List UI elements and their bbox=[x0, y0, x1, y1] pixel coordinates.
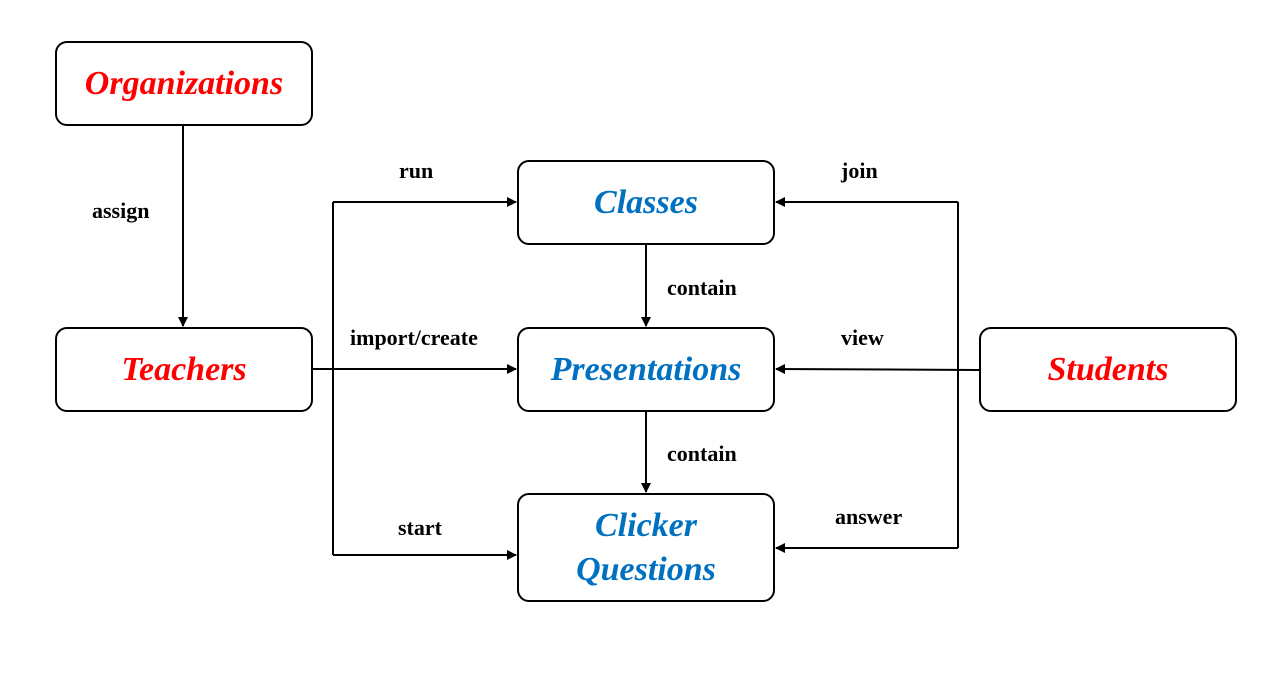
node-presentations: Presentations bbox=[517, 327, 775, 412]
node-clicker-questions-label: Clicker Questions bbox=[576, 504, 716, 592]
node-organizations-label: Organizations bbox=[84, 64, 284, 102]
edge-view bbox=[775, 364, 980, 375]
edge-label-run: run bbox=[399, 158, 434, 183]
edge-label-view: view bbox=[841, 325, 884, 350]
node-presentations-label: Presentations bbox=[550, 350, 742, 388]
edge-label-answer: answer bbox=[835, 504, 903, 529]
edge-label-start: start bbox=[398, 515, 442, 540]
node-classes: Classes bbox=[517, 160, 775, 245]
node-clicker-line1: Clicker bbox=[595, 506, 697, 544]
edge-label-assign: assign bbox=[92, 198, 150, 223]
node-clicker-questions: Clicker Questions bbox=[517, 493, 775, 602]
node-students-label: Students bbox=[1047, 350, 1169, 388]
node-organizations: Organizations bbox=[55, 41, 313, 126]
node-classes-label: Classes bbox=[594, 183, 698, 221]
node-clicker-line2: Questions bbox=[576, 550, 716, 588]
edge-label-contain-presentations: contain bbox=[667, 441, 737, 466]
edge-label-join: join bbox=[841, 158, 878, 183]
edge-label-import-create: import/create bbox=[350, 325, 478, 350]
edge-label-contain-classes: contain bbox=[667, 275, 737, 300]
node-teachers-label: Teachers bbox=[121, 350, 247, 388]
node-students: Students bbox=[979, 327, 1237, 412]
node-teachers: Teachers bbox=[55, 327, 313, 412]
